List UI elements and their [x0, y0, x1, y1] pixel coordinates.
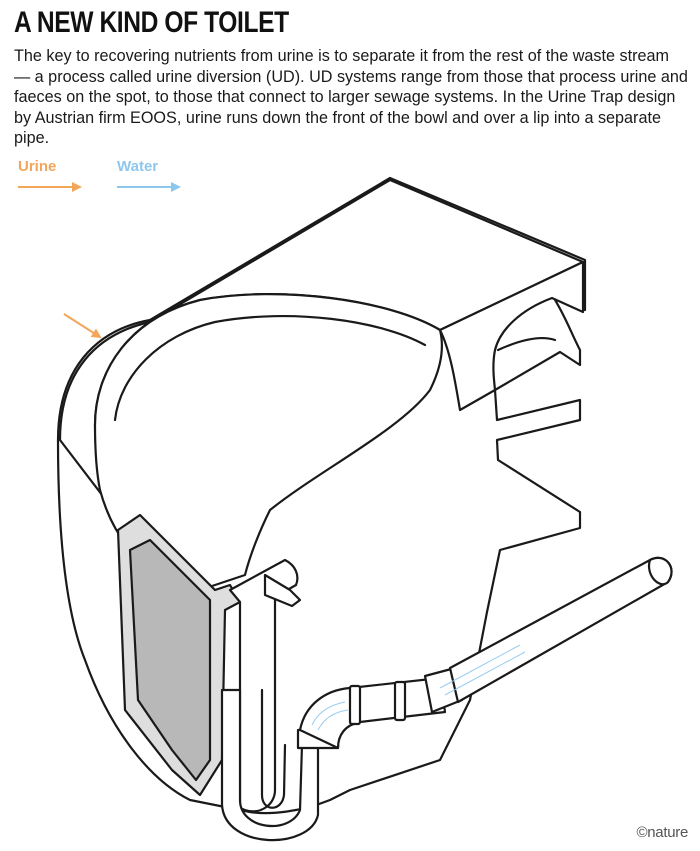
urine-flow-arrow	[63, 313, 102, 339]
credit-nature: ©nature	[636, 824, 689, 841]
toilet-bowl-inner-line	[113, 315, 427, 422]
toilet-back-hollow-edge	[496, 336, 557, 352]
legend-water-label: Water	[117, 158, 159, 175]
pipe-joint-2	[393, 680, 407, 722]
urine-channel-wall	[228, 558, 299, 813]
pipe-joint-1	[348, 684, 362, 726]
page-title: A NEW KIND OF TOILET	[14, 6, 289, 39]
toilet-back-cut-face	[438, 260, 585, 412]
legend-urine-label: Urine	[18, 158, 57, 175]
urine-trap-lip	[263, 573, 302, 608]
intro-paragraph: The key to recovering nutrients from uri…	[14, 47, 688, 148]
toilet-front-cavity	[128, 538, 212, 782]
water-flow-streaks	[311, 644, 526, 731]
u-trap-inner-line	[260, 688, 287, 809]
u-trap-pipe	[220, 688, 320, 842]
outlet-pipe-end	[647, 556, 673, 586]
toilet-body	[56, 176, 673, 842]
